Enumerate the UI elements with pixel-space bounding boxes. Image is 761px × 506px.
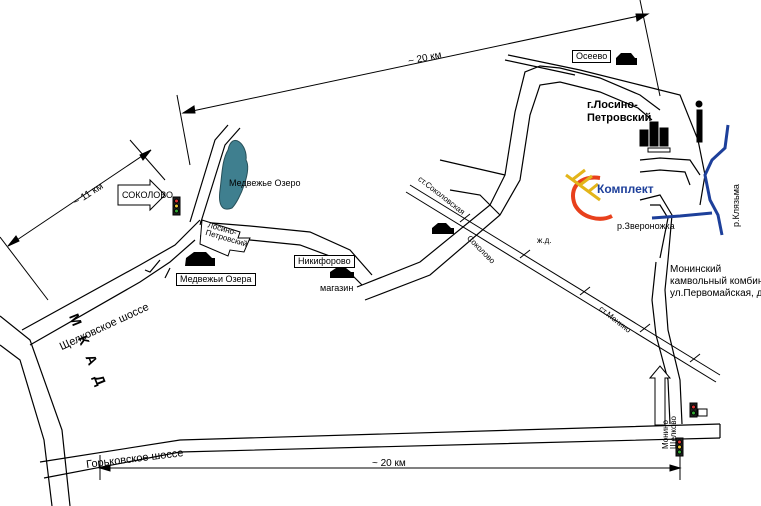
city-label-line2: Петровский	[587, 112, 652, 124]
logo-icon	[565, 168, 613, 221]
distance-bottom-label: ~ 20 км	[372, 458, 406, 469]
road-sokolovo	[439, 159, 506, 216]
factory-label-line3: ул.Первомайская, д.1	[670, 288, 761, 299]
road-medvezhi	[144, 124, 241, 279]
river-zveronozhka	[651, 211, 713, 220]
factory-label-line2: камвольный комбинат	[670, 276, 761, 287]
road-monino	[651, 259, 683, 425]
city-label-line1: г.Лосино-	[587, 99, 638, 111]
lake	[219, 139, 248, 210]
dimension-top	[176, 0, 661, 166]
sokolovo-sign-label: СОКОЛОВО	[122, 190, 173, 200]
car-icon	[185, 53, 637, 278]
gorkovskoe-road	[39, 423, 721, 479]
road-main	[356, 54, 706, 301]
road-city	[639, 157, 701, 261]
medvezhi-ozera-label: Медвежьи Озера	[176, 273, 256, 286]
monino-shchelkovo-label: Монино Щелково	[661, 416, 678, 449]
magazin-label: магазин	[320, 283, 354, 293]
dimension-left	[0, 139, 166, 301]
river-klyazma	[703, 124, 730, 236]
railway	[405, 184, 721, 383]
shchelkovo-road	[21, 219, 201, 346]
sokolovo-arrow-sign	[117, 178, 166, 212]
logo-label: Комплект	[597, 182, 654, 196]
nikiforovo-label: Никифорово	[294, 255, 355, 268]
zhd-label: ж.д.	[537, 236, 552, 245]
zveronozhka-label: р.Звероножка	[617, 221, 675, 231]
losino-arrow-sign	[199, 219, 251, 257]
traffic-light-left	[172, 196, 181, 216]
traffic-light-bottom	[675, 437, 684, 457]
monino-arrow-sign	[648, 365, 672, 426]
klyazma-label: р.Клязьма	[730, 184, 741, 227]
traffic-light-monino	[689, 402, 708, 418]
osevo-label: Осеево	[572, 50, 612, 63]
lake-label: Медвежье Озеро	[229, 178, 301, 188]
factory-icon	[695, 100, 703, 143]
factory-label-line1: Монинский	[670, 264, 722, 275]
city-buildings-icon	[639, 121, 671, 153]
mkad-road	[0, 315, 71, 506]
